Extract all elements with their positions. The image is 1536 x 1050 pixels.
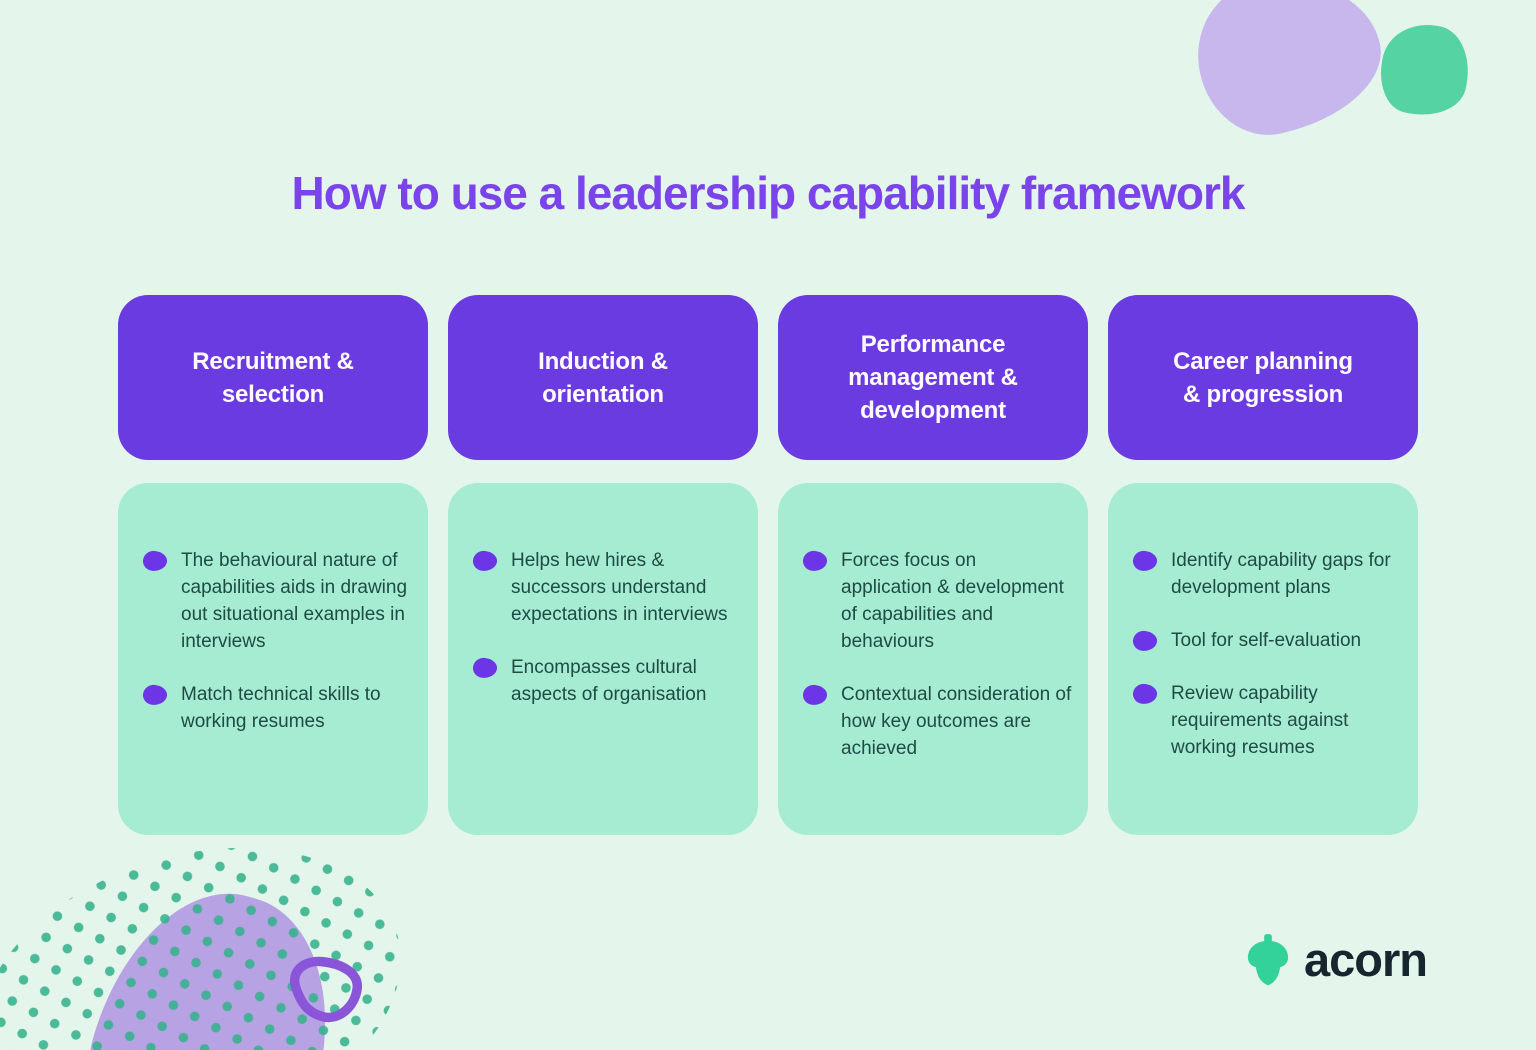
bullet-list: Identify capability gaps for development… bbox=[1132, 547, 1402, 761]
bullet-list: Forces focus on application & developmen… bbox=[802, 547, 1072, 762]
framework-column: Career planning & progression Identify c… bbox=[1108, 295, 1418, 835]
list-item: Tool for self-evaluation bbox=[1132, 627, 1402, 654]
bullet-text: Identify capability gaps for development… bbox=[1171, 550, 1391, 598]
column-content-card: Identify capability gaps for development… bbox=[1108, 483, 1418, 835]
column-content-card: Helps hew hires & successors understand … bbox=[448, 483, 758, 835]
acorn-logo: acorn bbox=[1245, 933, 1428, 986]
acorn-icon bbox=[1247, 934, 1289, 986]
bullet-blob-icon bbox=[142, 549, 168, 573]
bullet-text: Tool for self-evaluation bbox=[1171, 630, 1362, 651]
page-title: How to use a leadership capability frame… bbox=[291, 167, 1246, 219]
framework-column: Performance management & development For… bbox=[778, 295, 1088, 835]
bullet-text: Forces focus on application & developmen… bbox=[841, 550, 1064, 652]
lavender-blob-top-right bbox=[1184, 0, 1394, 148]
column-content-card: The behavioural nature of capabilities a… bbox=[118, 483, 428, 835]
acorn-logo-text: acorn bbox=[1304, 933, 1428, 986]
bullet-text: The behavioural nature of capabilities a… bbox=[181, 550, 408, 652]
column-header-card: Performance management & development bbox=[778, 295, 1088, 460]
list-item: Helps hew hires & successors understand … bbox=[472, 547, 742, 628]
bullet-blob-icon bbox=[802, 549, 828, 573]
column-content-card: Forces focus on application & developmen… bbox=[778, 483, 1088, 835]
list-item: Forces focus on application & developmen… bbox=[802, 547, 1072, 655]
column-header-label: Recruitment & selection bbox=[192, 347, 354, 408]
bullet-text: Helps hew hires & successors understand … bbox=[511, 550, 728, 625]
bullet-blob-icon bbox=[1132, 682, 1158, 706]
bullet-text: Review capability requirements against w… bbox=[1171, 683, 1349, 758]
bullet-blob-icon bbox=[1132, 549, 1158, 573]
list-item: The behavioural nature of capabilities a… bbox=[142, 547, 412, 655]
framework-column: Induction & orientation Helps hew hires … bbox=[448, 295, 758, 835]
bullet-blob-icon bbox=[1132, 629, 1158, 653]
bullet-blob-icon bbox=[472, 549, 498, 573]
bullet-text: Encompasses cultural aspects of organisa… bbox=[511, 657, 707, 705]
column-header-card: Career planning & progression bbox=[1108, 295, 1418, 460]
bullet-text: Contextual consideration of how key outc… bbox=[841, 684, 1072, 759]
column-header-label: Career planning & progression bbox=[1173, 347, 1353, 408]
list-item: Encompasses cultural aspects of organisa… bbox=[472, 654, 742, 708]
teal-blob-top-right bbox=[1371, 14, 1479, 126]
bullet-blob-icon bbox=[472, 656, 498, 680]
framework-column: Recruitment & selection The behavioural … bbox=[118, 295, 428, 835]
list-item: Identify capability gaps for development… bbox=[1132, 547, 1402, 601]
column-header-label: Induction & orientation bbox=[538, 347, 668, 408]
bullet-blob-icon bbox=[802, 683, 828, 707]
column-header-label: Performance management & development bbox=[848, 331, 1018, 424]
bullet-list: Helps hew hires & successors understand … bbox=[472, 547, 742, 708]
ring-outline-shape bbox=[289, 956, 362, 1023]
bullet-blob-icon bbox=[142, 683, 168, 707]
list-item: Match technical skills to working resume… bbox=[142, 681, 412, 735]
list-item: Review capability requirements against w… bbox=[1132, 680, 1402, 761]
framework-grid: Recruitment & selection The behavioural … bbox=[118, 295, 1418, 835]
bullet-list: The behavioural nature of capabilities a… bbox=[142, 547, 412, 735]
column-header-card: Induction & orientation bbox=[448, 295, 758, 460]
column-header-card: Recruitment & selection bbox=[118, 295, 428, 460]
bullet-text: Match technical skills to working resume… bbox=[181, 684, 381, 732]
list-item: Contextual consideration of how key outc… bbox=[802, 681, 1072, 762]
